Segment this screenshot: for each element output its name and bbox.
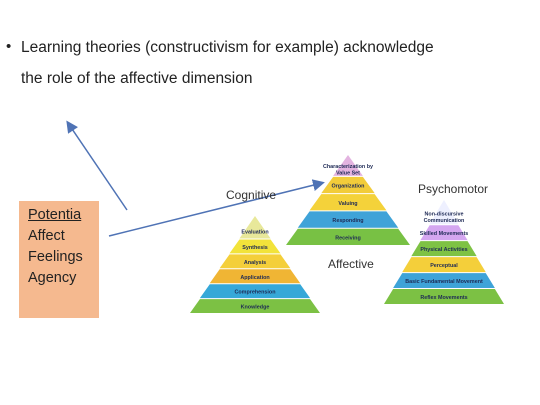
affective-title: Affective <box>328 257 374 271</box>
arrow-to-bullet-text <box>66 120 128 211</box>
affective-level-2 <box>321 176 375 194</box>
box-item-potentia: Potentia <box>28 207 82 223</box>
cognitive-level-1 <box>239 216 271 239</box>
affective-level-label-3: Valuing <box>338 201 357 207</box>
cognitive-level-label-3: Analysis <box>244 260 266 266</box>
affective-level-5 <box>286 228 410 245</box>
psychomotor-title: Psychomotor <box>418 182 488 196</box>
psychomotor-level-label-4: Perceptual <box>430 263 458 269</box>
affective-level-label-5: Receiving <box>335 235 360 241</box>
affective-level-4 <box>297 211 399 228</box>
box-item-affect: Affect <box>28 228 65 244</box>
cognitive-level-label-1: Evaluation <box>241 230 268 236</box>
affective-level-3 <box>309 194 387 211</box>
cognitive-level-label-6: Knowledge <box>241 305 270 311</box>
bullet-marker: • <box>6 38 12 55</box>
bullet-text-line-1: Learning theories (constructivism for ex… <box>21 39 434 56</box>
cognitive-level-2 <box>229 239 281 254</box>
cognitive-level-5 <box>199 284 311 299</box>
affective-level-1 <box>333 155 363 176</box>
affective-level-label-4: Responding <box>332 218 363 224</box>
bullet-text-line-2: the role of the affective dimension <box>21 70 253 87</box>
cognitive-level-3 <box>219 254 291 269</box>
psychomotor-level-3 <box>411 241 477 257</box>
box-item-agency: Agency <box>28 270 77 286</box>
cognitive-level-4 <box>209 269 301 284</box>
psychomotor-level-6 <box>384 289 504 304</box>
cognitive-level-label-2: Synthesis <box>242 245 267 251</box>
psychomotor-level-label-2: Skilled Movements <box>420 231 469 237</box>
cognitive-level-label-5: Comprehension <box>234 290 275 296</box>
cognitive-level-6 <box>190 299 320 313</box>
cognitive-level-label-4: Application <box>240 275 269 281</box>
psychomotor-level-4 <box>402 257 486 273</box>
psychomotor-level-2 <box>420 225 468 241</box>
affective-level-label-2: Organization <box>332 183 365 189</box>
psychomotor-level-5 <box>393 273 495 289</box>
psychomotor-level-label-5: Basic Fundamental Movement <box>405 279 483 285</box>
arrow-to-affective-pyramid <box>108 179 325 237</box>
psychomotor-level-label-6: Reflex Movements <box>420 295 467 301</box>
cognitive-title: Cognitive <box>226 188 276 202</box>
box-item-feelings: Feelings <box>28 249 83 265</box>
psychomotor-level-label-3: Physical Activities <box>420 247 467 253</box>
psychomotor-level-1 <box>429 200 459 225</box>
cognitive-pyramid: Cognitive EvaluationSynthesisAnalysisApp… <box>190 188 320 313</box>
affect-keywords-box: Potentia Affect Feelings Agency <box>19 201 99 318</box>
